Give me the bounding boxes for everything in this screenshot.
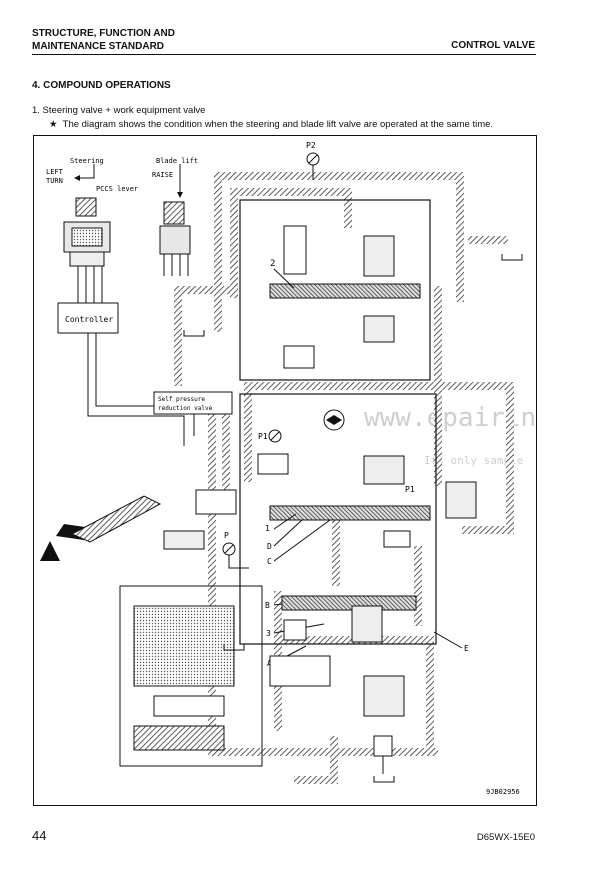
figure-code: 9JB02956 <box>486 788 520 796</box>
p1-right-valve: P1 <box>383 481 477 548</box>
blade-lift-label: Blade lift <box>156 157 198 165</box>
header-section-title: STRUCTURE, FUNCTION AND MAINTENANCE STAN… <box>32 27 175 53</box>
label-3: 3 <box>266 629 271 638</box>
blade-lift-cylinder-system <box>119 585 263 767</box>
controller-box: Controller <box>57 286 195 446</box>
hydraulic-passages <box>174 172 514 784</box>
label-b: B <box>265 601 270 610</box>
tank-symbols <box>183 254 523 783</box>
item-heading: 1. Steering valve + work equipment valve <box>32 105 206 116</box>
self-pressure-label-2: reduction valve <box>158 405 213 412</box>
star-icon: ★ <box>49 119 58 130</box>
hydraulic-circuit-diagram: www.epairinfo.com Its only sample Steeri… <box>40 141 601 796</box>
header-line-1: STRUCTURE, FUNCTION AND <box>32 28 175 39</box>
self-pressure-reduction-valve: Self pressure reduction valve <box>153 391 233 415</box>
label-d: D <box>267 542 272 551</box>
work-equipment-valve: P1 <box>195 393 437 645</box>
pccs-lever-label: PCCS lever <box>96 185 138 193</box>
steering-label: Steering <box>70 157 104 165</box>
header-chapter: CONTROL VALVE <box>451 40 535 51</box>
watermark-subtext: Its only sample <box>424 454 523 467</box>
label-e: E <box>464 644 469 653</box>
label-c: C <box>267 557 272 566</box>
label-2: 2 <box>270 259 275 269</box>
hydraulic-diagram-frame: www.epairinfo.com Its only sample Steeri… <box>33 135 601 806</box>
raise-label: RAISE <box>152 171 173 179</box>
left-turn-label: LEFT <box>46 168 64 176</box>
steering-valve: 2 <box>239 199 431 381</box>
blade-lift-lever-assembly: Blade lift RAISE <box>152 157 198 276</box>
header-line-2: MAINTENANCE STANDARD <box>32 41 165 52</box>
p1-right-label: P1 <box>405 485 415 494</box>
header-divider <box>32 54 536 55</box>
controller-label: Controller <box>65 315 113 324</box>
diagram-note: ★ The diagram shows the condition when t… <box>49 119 493 130</box>
p1-left-label: P1 <box>258 432 268 441</box>
pressure-gauge-p: P <box>222 531 249 569</box>
pump-p2: P2 <box>306 141 320 180</box>
pccs-lever-assembly: Steering LEFT TURN PCCS lever <box>46 157 138 286</box>
left-turn-label-2: TURN <box>46 177 63 185</box>
label-1: 1 <box>265 524 270 533</box>
p2-label: P2 <box>306 141 316 150</box>
blade-cylinder <box>40 495 205 561</box>
lower-valve-block <box>269 595 417 774</box>
p-label: P <box>224 531 229 540</box>
callout-labels: 1 D C B 3 A E <box>265 513 469 668</box>
note-text: The diagram shows the condition when the… <box>62 119 494 130</box>
model-code: D65WX-15E0 <box>476 832 535 843</box>
self-pressure-label-1: Self pressure <box>158 396 205 403</box>
page-number: 44 <box>32 828 47 843</box>
section-heading: 4. COMPOUND OPERATIONS <box>32 80 171 91</box>
